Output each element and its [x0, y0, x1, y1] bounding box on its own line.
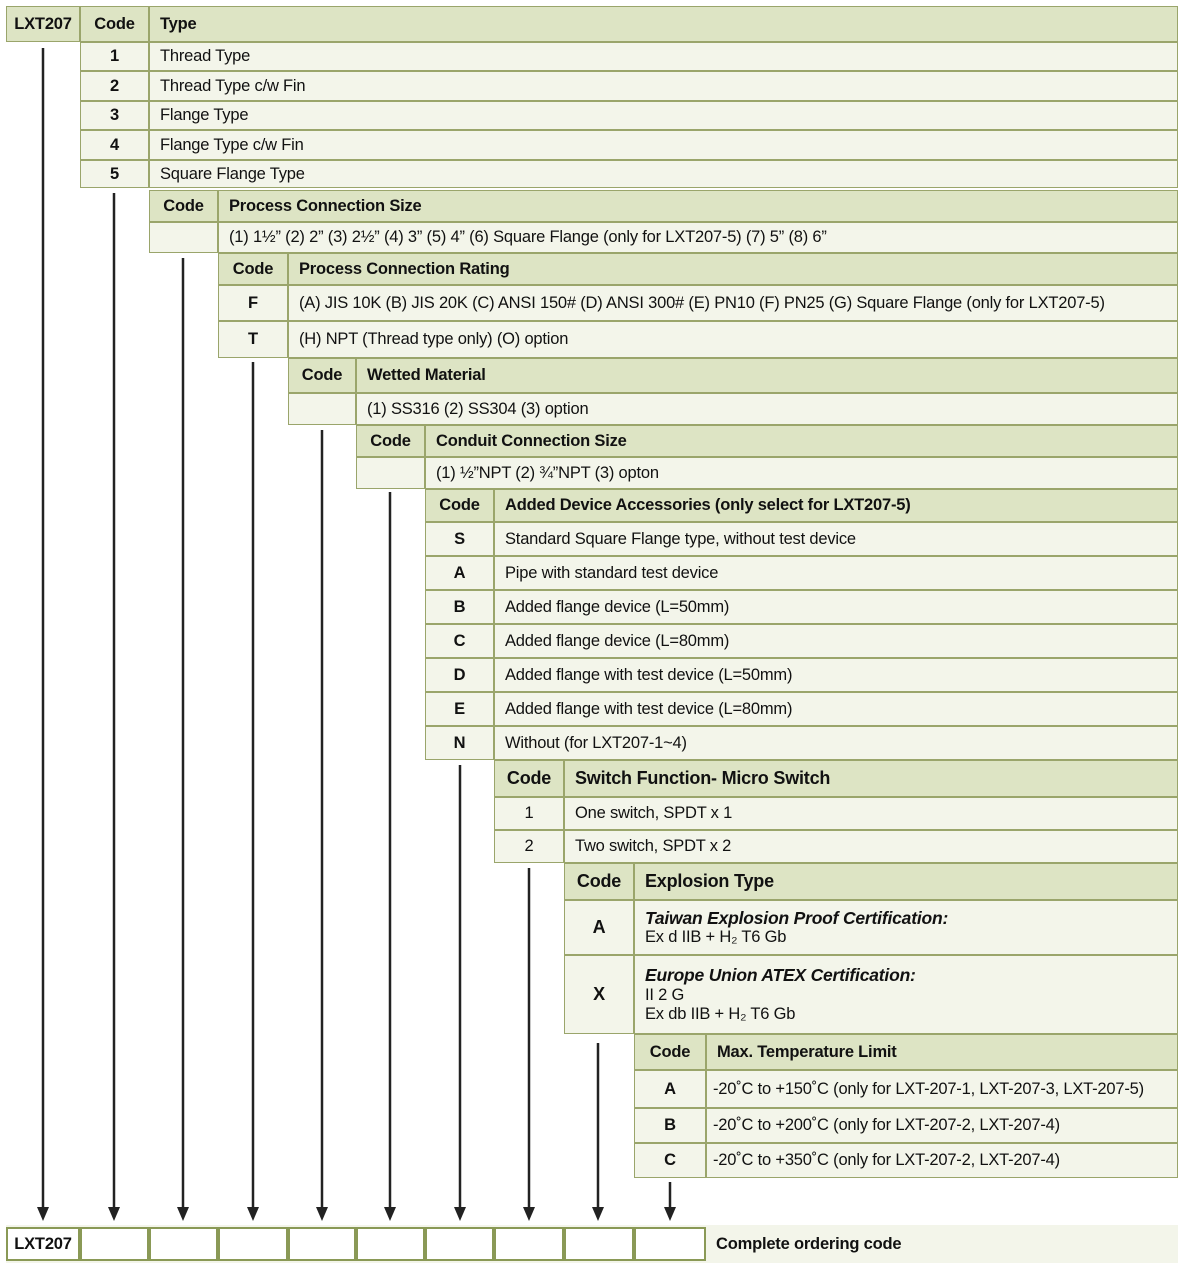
mt-code: B	[634, 1108, 706, 1143]
mt-text: -20˚C to +150˚C (only for LXT-207-1, LXT…	[706, 1070, 1178, 1108]
code-header: Code	[80, 6, 149, 42]
arrow-head	[592, 1207, 604, 1221]
arrow-head	[523, 1207, 535, 1221]
wm-code-header: Code	[288, 358, 356, 393]
bottom-model: LXT207	[6, 1227, 80, 1261]
ex-code-header: Code	[564, 863, 634, 900]
code-slot[interactable]	[634, 1227, 706, 1261]
ada-text: Without (for LXT207-1~4)	[494, 726, 1178, 760]
ccs-code-header: Code	[356, 425, 425, 457]
ada-code: C	[425, 624, 494, 658]
arrow-head	[108, 1207, 120, 1221]
arrow-head	[37, 1207, 49, 1221]
ada-code: A	[425, 556, 494, 590]
bottom-label: Complete ordering code	[716, 1234, 902, 1253]
type-code: 1	[80, 42, 149, 71]
model-header: LXT207	[6, 6, 80, 42]
pcr-code: T	[218, 321, 288, 358]
ada-text: Added flange device (L=50mm)	[494, 590, 1178, 624]
code-slot[interactable]	[425, 1227, 494, 1261]
ada-code: D	[425, 658, 494, 692]
ada-text: Added flange with test device (L=80mm)	[494, 692, 1178, 726]
type-code: 4	[80, 130, 149, 160]
type-text: Thread Type c/w Fin	[149, 71, 1178, 101]
ex-detail: Taiwan Explosion Proof Certification:Ex …	[634, 900, 1178, 955]
code-slot[interactable]	[80, 1227, 149, 1261]
type-code: 5	[80, 160, 149, 188]
ex-cert-line: II 2 G	[645, 985, 685, 1004]
ccs-header: Conduit Connection Size	[425, 425, 1178, 457]
type-code: 2	[80, 71, 149, 101]
sf-code: 1	[494, 797, 564, 830]
mt-code: A	[634, 1070, 706, 1108]
ex-header: Explosion Type	[634, 863, 1178, 900]
type-header: Type	[149, 6, 1178, 42]
wm-code-empty	[288, 393, 356, 425]
type-text: Flange Type c/w Fin	[149, 130, 1178, 160]
pcr-text: (A) JIS 10K (B) JIS 20K (C) ANSI 150# (D…	[288, 285, 1178, 321]
pcs-code-header: Code	[149, 190, 218, 222]
type-text: Square Flange Type	[149, 160, 1178, 188]
type-text: Flange Type	[149, 101, 1178, 130]
wm-options: (1) SS316 (2) SS304 (3) option	[356, 393, 1178, 425]
code-slot[interactable]	[356, 1227, 425, 1261]
ccs-code-empty	[356, 457, 425, 489]
sf-code-header: Code	[494, 760, 564, 797]
ccs-options: (1) ½”NPT (2) ¾”NPT (3) opton	[425, 457, 1178, 489]
sf-text: Two switch, SPDT x 2	[564, 830, 1178, 863]
pcs-options: (1) 1½” (2) 2” (3) 2½” (4) 3” (5) 4” (6)…	[218, 222, 1178, 253]
arrow-head	[247, 1207, 259, 1221]
type-code: 3	[80, 101, 149, 130]
code-slot[interactable]	[288, 1227, 356, 1261]
code-slot[interactable]	[564, 1227, 634, 1261]
pcr-text: (H) NPT (Thread type only) (O) option	[288, 321, 1178, 358]
ex-code: A	[564, 900, 634, 955]
arrow-head	[664, 1207, 676, 1221]
mt-code-header: Code	[634, 1034, 706, 1070]
mt-text: -20˚C to +350˚C (only for LXT-207-2, LXT…	[706, 1143, 1178, 1178]
ada-text: Standard Square Flange type, without tes…	[494, 522, 1178, 556]
sf-text: One switch, SPDT x 1	[564, 797, 1178, 830]
ada-code: S	[425, 522, 494, 556]
ex-cert-title: Europe Union ATEX Certification:	[645, 965, 916, 986]
ada-code-header: Code	[425, 489, 494, 522]
ada-code: B	[425, 590, 494, 624]
code-slot[interactable]	[149, 1227, 218, 1261]
ada-text: Pipe with standard test device	[494, 556, 1178, 590]
pcr-code: F	[218, 285, 288, 321]
arrow-head	[454, 1207, 466, 1221]
arrow-head	[384, 1207, 396, 1221]
ada-text: Added flange with test device (L=50mm)	[494, 658, 1178, 692]
ex-cert-title: Taiwan Explosion Proof Certification:	[645, 907, 949, 928]
pcr-code-header: Code	[218, 253, 288, 285]
pcs-code-empty	[149, 222, 218, 253]
mt-header: Max. Temperature Limit	[706, 1034, 1178, 1070]
ada-code: E	[425, 692, 494, 726]
ex-cert-line: Ex db IIB + H₂ T6 Gb	[645, 1004, 796, 1023]
ada-header: Added Device Accessories (only select fo…	[494, 489, 1178, 522]
ada-text: Added flange device (L=80mm)	[494, 624, 1178, 658]
type-text: Thread Type	[149, 42, 1178, 71]
ex-cert-line: Ex d IIB + H₂ T6 Gb	[645, 928, 787, 947]
ada-code: N	[425, 726, 494, 760]
wm-header: Wetted Material	[356, 358, 1178, 393]
code-slot[interactable]	[218, 1227, 288, 1261]
ex-code: X	[564, 955, 634, 1034]
arrow-head	[177, 1207, 189, 1221]
mt-text: -20˚C to +200˚C (only for LXT-207-2, LXT…	[706, 1108, 1178, 1143]
pcs-header: Process Connection Size	[218, 190, 1178, 222]
code-slot[interactable]	[494, 1227, 564, 1261]
mt-code: C	[634, 1143, 706, 1178]
sf-code: 2	[494, 830, 564, 863]
pcr-header: Process Connection Rating	[288, 253, 1178, 285]
arrow-head	[316, 1207, 328, 1221]
sf-header: Switch Function- Micro Switch	[564, 760, 1178, 797]
